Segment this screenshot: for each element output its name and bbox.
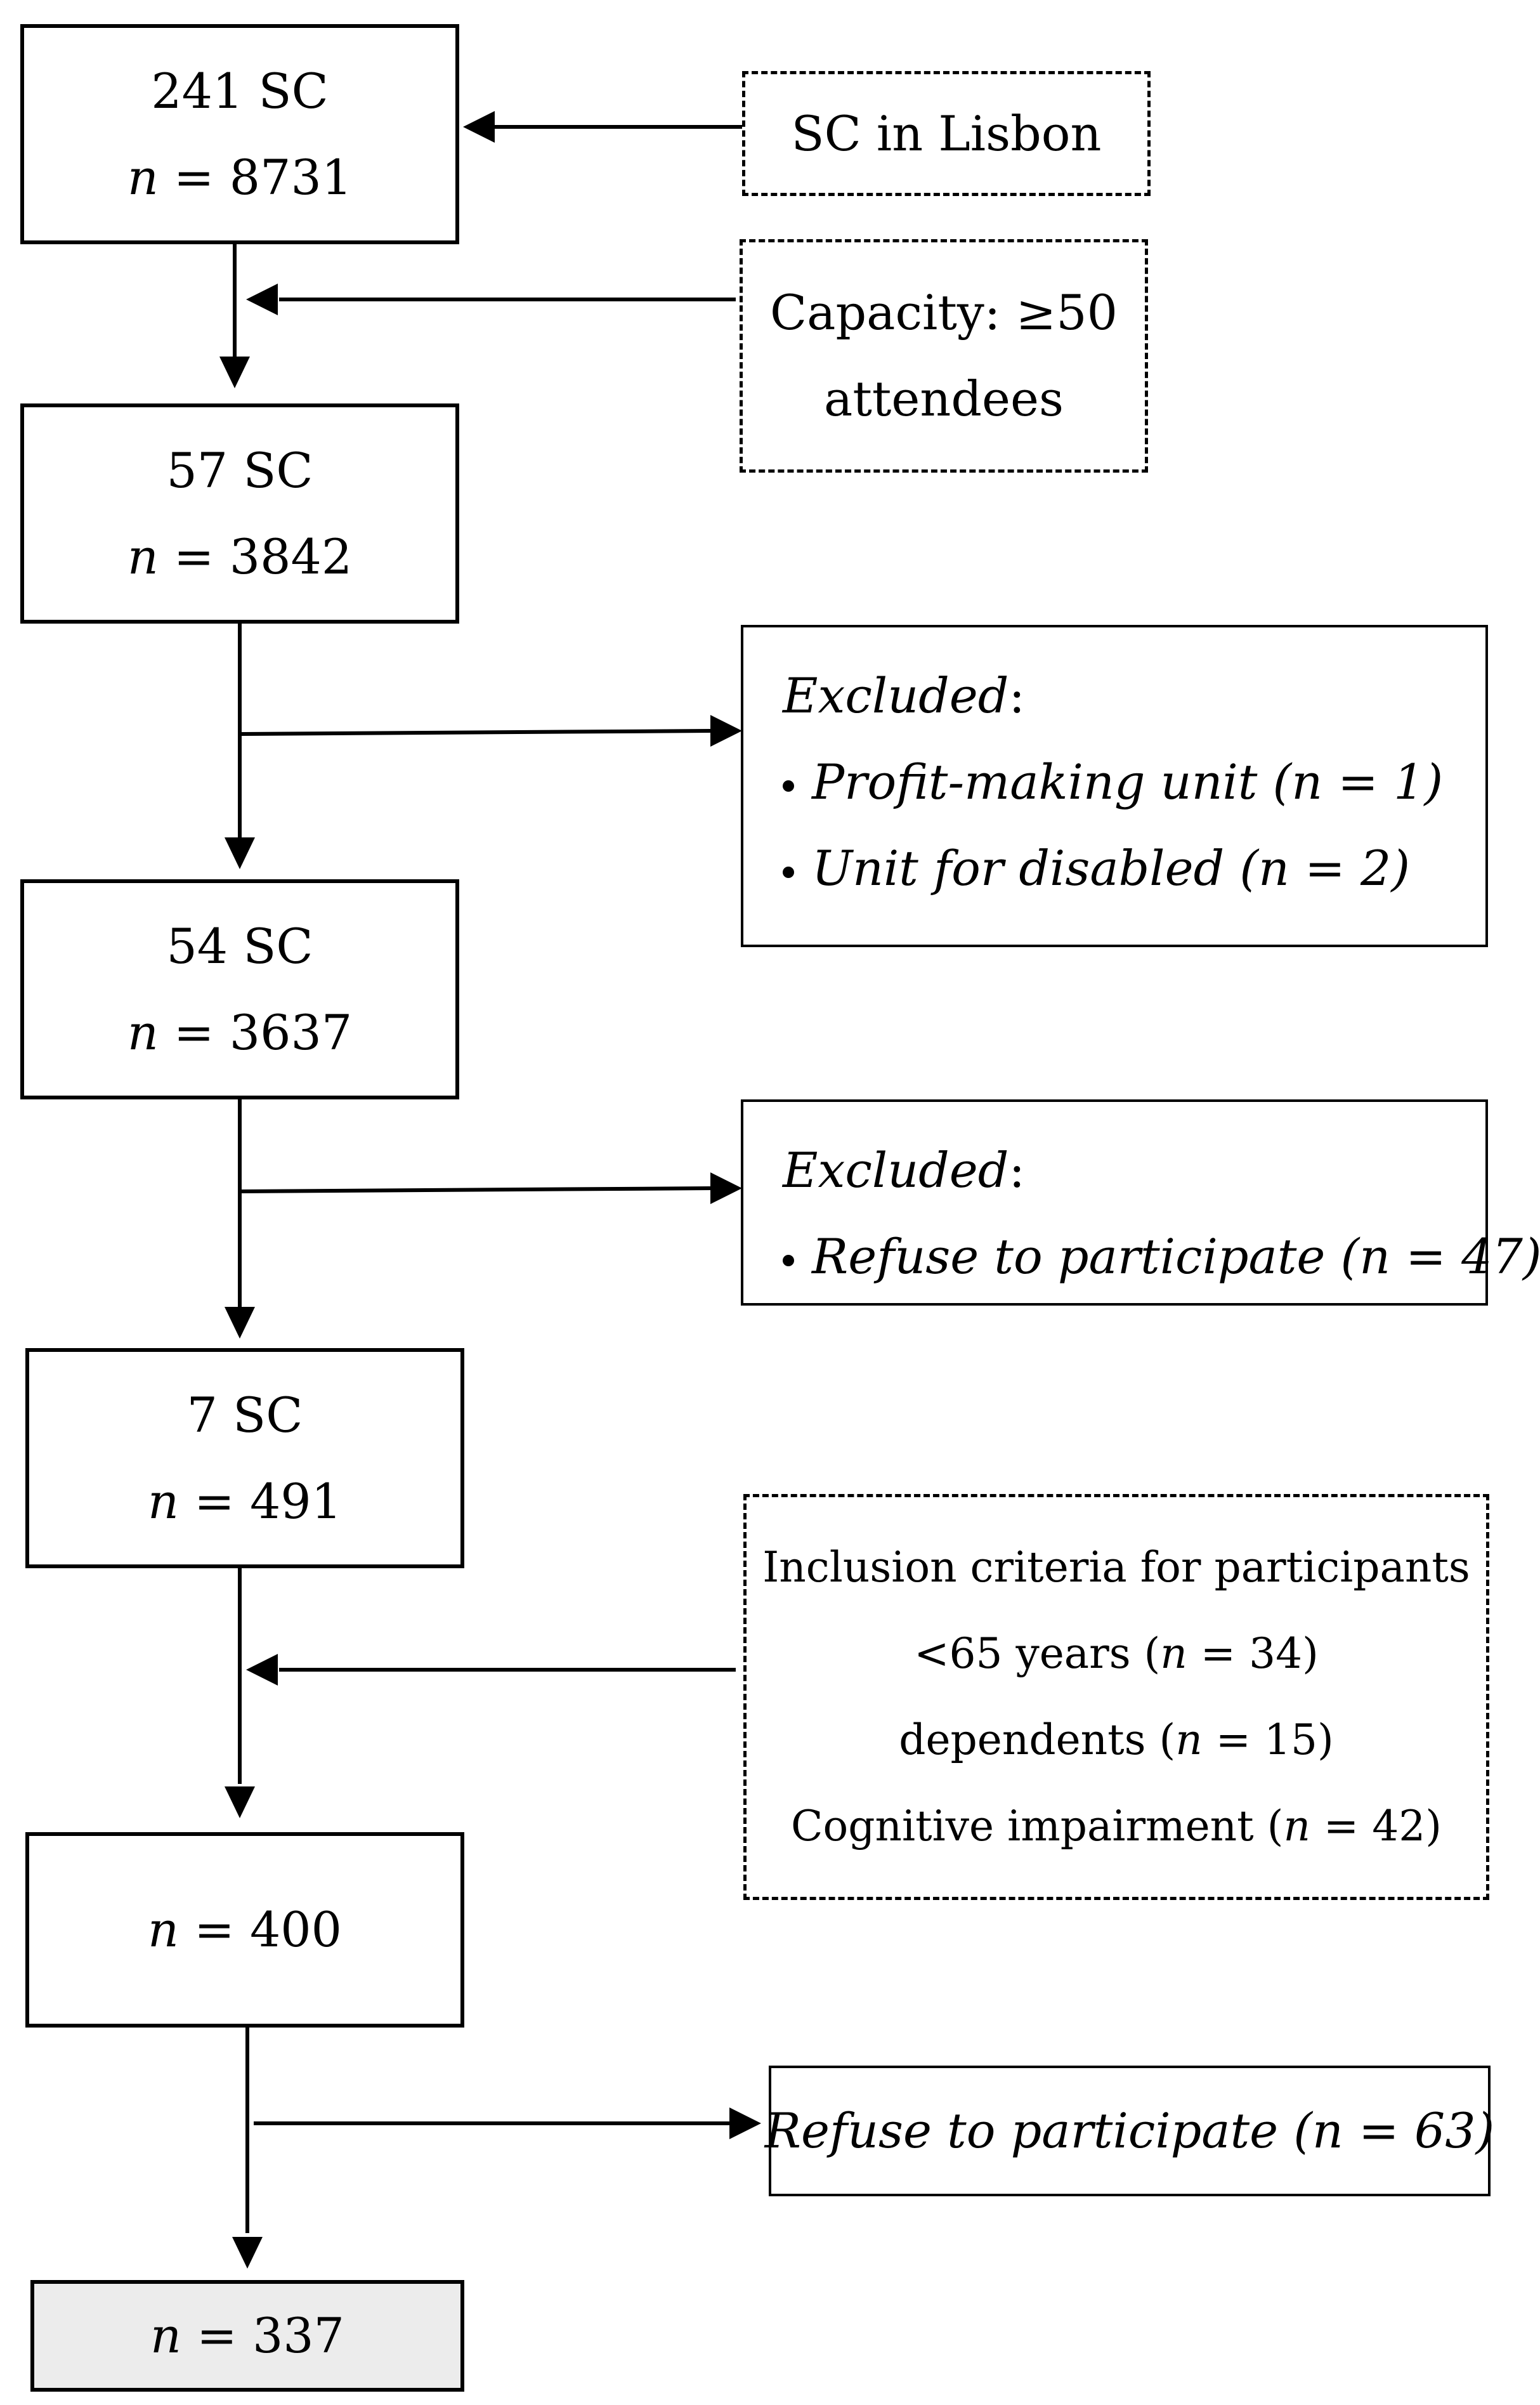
sc-count: 7 SC — [186, 1386, 303, 1443]
arrow-to-excluded2 — [239, 1186, 711, 1193]
excluded-heading: Excluded: — [783, 1142, 1026, 1198]
arrowhead-capacity — [246, 284, 278, 315]
arrowhead-box6 — [232, 2237, 263, 2269]
capacity-line-1: Capacity: ≥50 — [770, 284, 1118, 341]
sc-count: 57 SC — [166, 442, 313, 499]
arrow-to-excluded1 — [239, 729, 711, 736]
n-value: n = 400 — [147, 1901, 342, 1958]
source-box: SC in Lisbon — [742, 71, 1151, 196]
inclusion-criteria-box: Inclusion criteria for participants <65 … — [743, 1494, 1489, 1900]
bullet-icon — [783, 1255, 794, 1266]
source-text: SC in Lisbon — [791, 105, 1102, 162]
excluded-heading: Excluded: — [783, 667, 1026, 724]
arrowhead-box4 — [225, 1307, 255, 1339]
inclusion-item-cognitive: Cognitive impairment (n = 42) — [791, 1802, 1442, 1851]
flow-box-57-sc: 57 SC n = 3842 — [20, 403, 459, 624]
bullet-icon — [783, 867, 794, 878]
inclusion-item-age: <65 years (n = 34) — [914, 1629, 1319, 1678]
arrowhead-excluded2 — [710, 1172, 742, 1204]
n-value: n = 3637 — [127, 1004, 353, 1061]
n-value: n = 3842 — [127, 528, 353, 585]
inclusion-title: Inclusion criteria for participants — [762, 1543, 1470, 1592]
inclusion-item-dependents: dependents (n = 15) — [899, 1715, 1334, 1764]
bullet-icon — [783, 780, 794, 792]
excluded-item-refuse: Refuse to participate (n = 47) — [783, 1214, 1540, 1300]
arrowhead-box2 — [219, 357, 250, 388]
arrowhead-refuse2 — [729, 2107, 761, 2139]
excluded-box-2: Excluded: Refuse to participate (n = 47) — [741, 1099, 1540, 1306]
arrowhead-excluded1 — [710, 715, 742, 747]
sc-count: 241 SC — [151, 62, 329, 119]
arrowhead-box3 — [225, 837, 255, 869]
flow-box-final-337: n = 337 — [30, 2280, 464, 2392]
refuse-box-2: Refuse to participate (n = 63) — [765, 2066, 1494, 2196]
flow-box-54-sc: 54 SC n = 3637 — [20, 879, 459, 1099]
refuse-text: Refuse to participate (n = 63) — [764, 2102, 1495, 2159]
flow-box-241-sc: 241 SC n = 8731 — [20, 24, 459, 244]
n-value: n = 491 — [147, 1472, 342, 1530]
capacity-criteria-box: Capacity: ≥50 attendees — [740, 239, 1148, 473]
excluded-item-disabled: Unit for disabled (n = 2) — [783, 825, 1410, 912]
n-value: n = 8731 — [127, 148, 353, 206]
excluded-item-profit-making: Profit-making unit (n = 1) — [783, 739, 1443, 825]
arrowhead-box5 — [225, 1786, 255, 1818]
arrowhead-inclusion — [246, 1654, 278, 1686]
flow-box-400: n = 400 — [25, 1832, 464, 2028]
capacity-line-2: attendees — [824, 370, 1064, 427]
excluded-box-1: Excluded: Profit-making unit (n = 1) Uni… — [741, 625, 1488, 947]
n-value: n = 337 — [150, 2307, 344, 2364]
flow-box-7-sc: 7 SC n = 491 — [25, 1348, 464, 1568]
arrowhead-box1 — [463, 111, 495, 143]
sc-count: 54 SC — [166, 917, 313, 974]
